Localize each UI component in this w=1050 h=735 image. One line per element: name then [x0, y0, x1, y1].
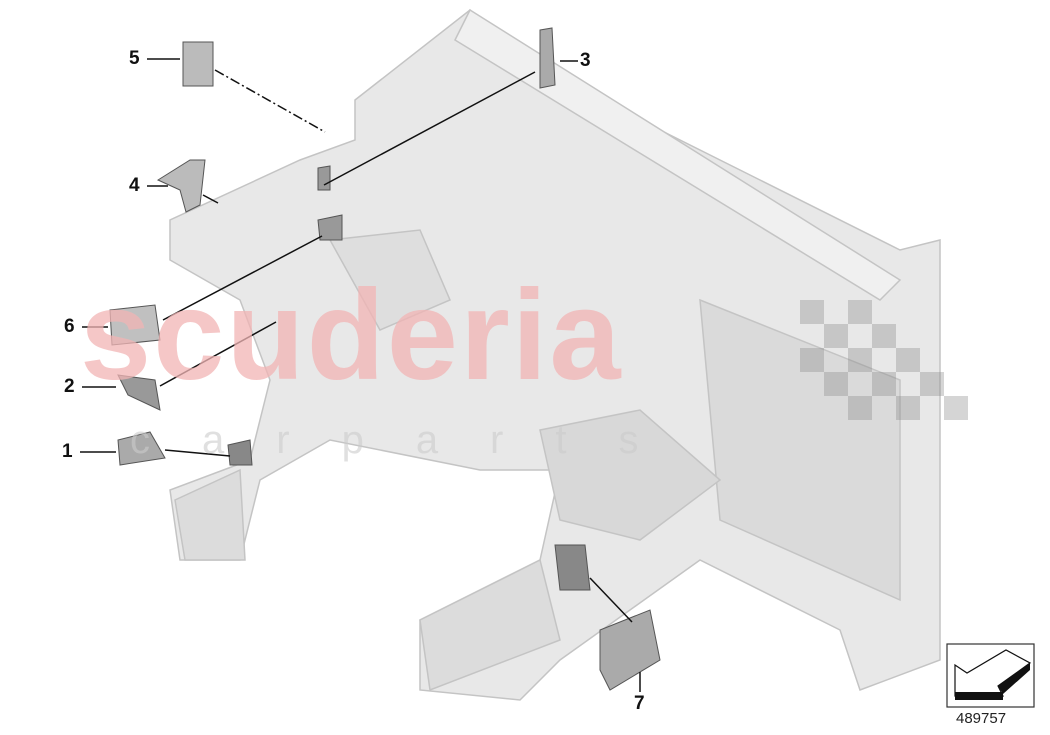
- vehicle-front-structure: [169, 8, 941, 701]
- bracket-parts: [109, 27, 661, 691]
- diagram-number: 489757: [956, 710, 1007, 727]
- part-6: [109, 304, 161, 346]
- callout-1[interactable]: 1: [62, 441, 73, 462]
- part-7: [599, 609, 661, 691]
- callout-7[interactable]: 7: [634, 693, 645, 714]
- part-4: [156, 159, 206, 213]
- arrow-front-left-icon: [946, 643, 1035, 708]
- callout-3[interactable]: 3: [580, 50, 591, 71]
- callout-5[interactable]: 5: [129, 48, 140, 69]
- part-2: [117, 374, 161, 411]
- callout-4[interactable]: 4: [129, 175, 140, 196]
- watermark-sub: carparts: [130, 418, 691, 462]
- part-5: [182, 41, 214, 87]
- part-3: [539, 27, 556, 89]
- part-1: [117, 431, 166, 466]
- watermark-logo: scuderia: [80, 264, 623, 407]
- callout-2[interactable]: 2: [64, 376, 75, 397]
- callout-6[interactable]: 6: [64, 316, 75, 337]
- leader-lines: [80, 58, 641, 692]
